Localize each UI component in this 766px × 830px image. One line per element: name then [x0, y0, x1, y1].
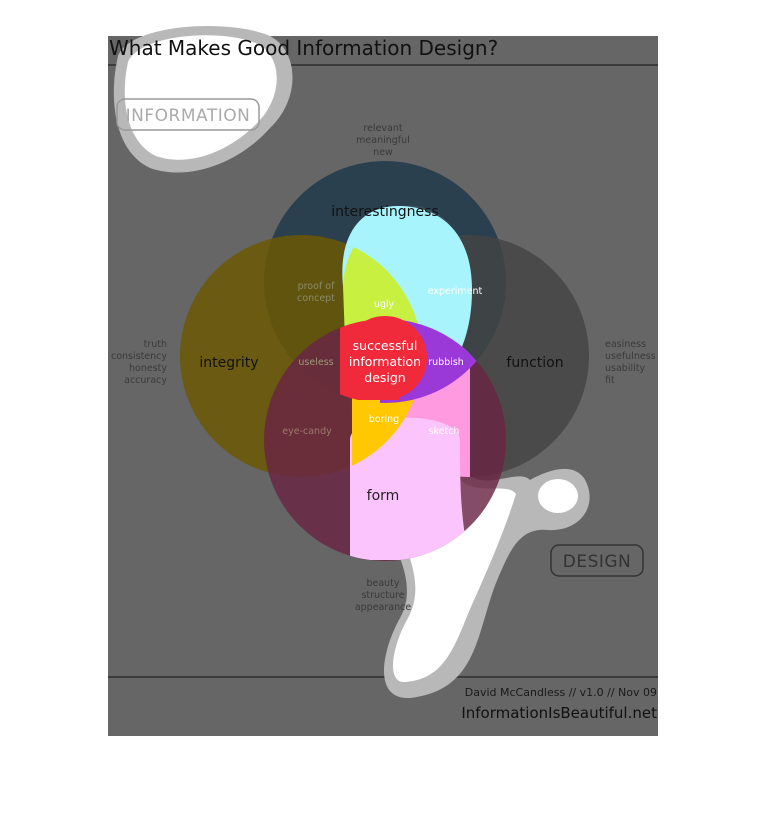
center-label-line1: successful [353, 338, 418, 353]
attribute-easiness: easiness [605, 339, 646, 350]
overlap-eye-candy: eye-candy [282, 426, 332, 437]
attribute-usefulness: usefulness [605, 351, 656, 362]
attribute-consistency: consistency [111, 351, 167, 362]
attribute-structure: structure [361, 590, 404, 601]
diagram-title: What Makes Good Information Design? [109, 36, 498, 60]
form-label: form [367, 488, 400, 504]
center-region[interactable] [343, 316, 427, 400]
attribute-honesty: honesty [129, 363, 167, 374]
interestingness-attributes: relevant meaningful new [356, 123, 410, 158]
design-badge-box [550, 544, 644, 577]
overlap-boring: boring [369, 414, 399, 425]
overlap-experiment: experiment [428, 286, 483, 297]
function-attributes: easiness usefulness usability fit [605, 339, 656, 386]
attribute-appearance: appearance [355, 602, 412, 613]
overlap-rubbish: rubbish [428, 357, 464, 368]
design-badge-label: DESIGN [563, 552, 632, 572]
information-badge-label: INFORMATION [126, 106, 251, 126]
overlap-sketch: sketch [429, 426, 460, 437]
overlap-useless: useless [298, 357, 333, 368]
center-label-line3: design [364, 370, 405, 385]
attribute-meaningful: meaningful [356, 135, 410, 146]
information-badge-box [116, 98, 260, 131]
footer-credit: David McCandless // v1.0 // Nov 09 [465, 686, 657, 699]
overlap-proof-of-concept-line2: concept [297, 293, 335, 304]
center-label-line2: information [349, 354, 421, 369]
attribute-beauty: beauty [366, 578, 399, 589]
overlap-proof-of-concept-line1: proof of [298, 281, 336, 292]
form-highlight-region [350, 417, 470, 560]
attribute-relevant: relevant [363, 123, 402, 134]
experiment-region [342, 206, 472, 372]
information-blob [124, 35, 277, 160]
integrity-label: integrity [199, 355, 258, 371]
design-blob-hole [538, 479, 578, 513]
integrity-attributes: truth consistency honesty accuracy [111, 339, 167, 386]
interestingness-label: interestingness [331, 204, 438, 220]
attribute-fit: fit [605, 375, 615, 386]
attribute-accuracy: accuracy [124, 375, 167, 386]
function-label: function [506, 355, 563, 371]
overlap-ugly: ugly [374, 299, 395, 310]
attribute-usability: usability [605, 363, 645, 374]
attribute-truth: truth [144, 339, 167, 350]
form-attributes: beauty structure appearance [355, 578, 412, 613]
attribute-new: new [373, 147, 393, 158]
footer-site[interactable]: InformationIsBeautiful.net [461, 704, 657, 722]
